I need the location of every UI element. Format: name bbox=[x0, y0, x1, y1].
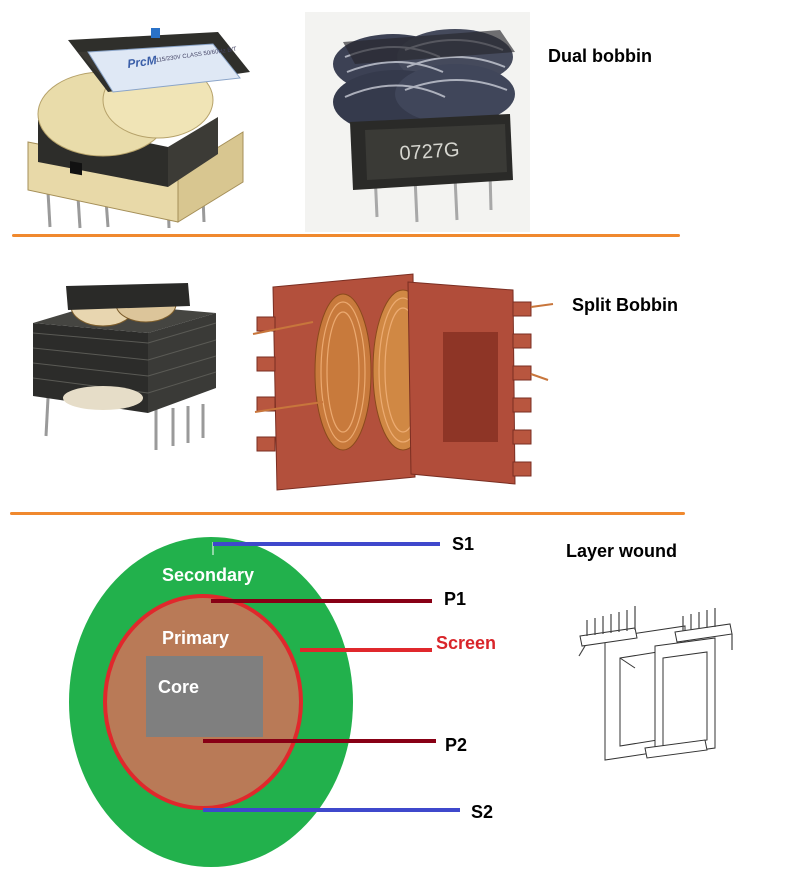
p1-label: P1 bbox=[444, 589, 466, 609]
s1-label: S1 bbox=[452, 534, 474, 554]
core-region bbox=[146, 656, 263, 737]
dual-bobbin-transformer-photo-1: PrcM 115/230V CLASS 50/60Hz B/T bbox=[27, 28, 250, 229]
section-divider-2 bbox=[10, 512, 685, 515]
s2-label: S2 bbox=[471, 802, 493, 822]
screen-label: Screen bbox=[436, 633, 496, 653]
layer-wound-bobbin-sketch bbox=[578, 606, 733, 761]
dual-bobbin-title: Dual bobbin bbox=[548, 46, 652, 66]
primary-label: Primary bbox=[162, 628, 229, 648]
split-bobbin-title: Split Bobbin bbox=[572, 295, 678, 315]
layer-wound-title: Layer wound bbox=[566, 541, 678, 561]
dual-bobbin-transformer-photo-2: 0727G bbox=[305, 12, 530, 232]
label-brand-mark: PrcM bbox=[126, 53, 158, 71]
layer-wound-cross-section-diagram: Secondary Primary Core S1 P1 Screen P2 S… bbox=[69, 534, 496, 867]
split-bobbin-photo bbox=[252, 273, 554, 491]
secondary-label: Secondary bbox=[162, 565, 254, 585]
core-label: Core bbox=[158, 677, 199, 697]
split-bobbin-transformer-photo bbox=[32, 283, 217, 450]
part-marking: 0727G bbox=[399, 139, 460, 165]
section-divider-1 bbox=[12, 234, 680, 237]
p2-label: P2 bbox=[445, 735, 467, 755]
